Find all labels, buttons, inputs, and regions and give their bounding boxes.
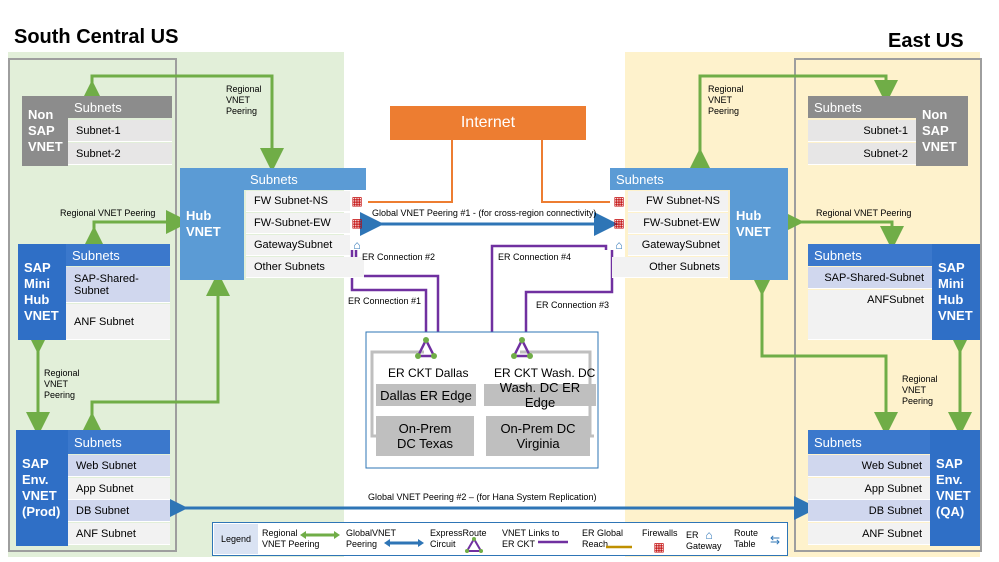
west-nonsap-vnet-title: Non SAP VNET: [22, 96, 68, 166]
legend-firewalls: Firewalls: [642, 528, 678, 538]
west-hub-vnet-title: Hub VNET: [180, 168, 244, 280]
legend-vnetlinks: VNET Links to ER CKT: [502, 528, 560, 549]
west-region-title: South Central US: [14, 26, 179, 48]
regional-peering-label: Regional VNET Peering: [902, 374, 938, 406]
east-hub-subnet-fw-ns: FW Subnet-NS: [628, 191, 728, 212]
dallas-er-edge: Dallas ER Edge: [376, 384, 476, 406]
firewall-icon: ▦: [613, 216, 625, 230]
west-nonsap-subnet-1: Subnet-1: [68, 120, 172, 142]
regional-peering-label: Regional VNET Peering: [816, 208, 912, 218]
east-hub-subnet-other: Other Subnets: [612, 257, 728, 278]
legend-regional: Regional VNET Peering: [262, 528, 320, 549]
firewall-icon: ▦: [351, 216, 363, 230]
legend-globalreach: ER Global Reach: [582, 528, 624, 549]
east-hub-subnet-fw-ew: FW-Subnet-EW: [628, 213, 728, 234]
east-nonsap-subnets-header: Subnets: [808, 96, 916, 118]
er-connection-2-label: ER Connection #2: [362, 252, 436, 262]
global-peering-1-label: Global VNET Peering #1 - (for cross-regi…: [372, 208, 597, 218]
east-env-subnet-anf: ANF Subnet: [808, 523, 930, 545]
regional-peering-label: Regional VNET Peering: [226, 84, 262, 116]
er-ckt-wash-label: ER CKT Wash. DC: [494, 366, 596, 380]
east-env-subnet-web: Web Subnet: [808, 455, 930, 477]
east-nonsap-vnet-title: Non SAP VNET: [916, 96, 968, 166]
west-minihub-vnet-title: SAP Mini Hub VNET: [18, 244, 66, 340]
west-nonsap-subnets-header: Subnets: [68, 96, 172, 118]
west-hub-subnet-other: Other Subnets: [246, 257, 364, 278]
legend-regional-arrow: [300, 531, 340, 539]
legend-routetable: Route Table: [734, 528, 759, 549]
west-hub-subnets-header: Subnets: [244, 168, 366, 190]
east-hub-subnets-header: Subnets: [610, 168, 730, 190]
er-gateway-icon: ⌂: [705, 528, 713, 542]
firewall-icon: ▦: [613, 194, 625, 208]
legend-vnetlinks-line: [538, 540, 568, 544]
east-minihub-subnet-shared: SAP-Shared-Subnet: [808, 267, 932, 289]
east-hub-vnet-title: Hub VNET: [730, 168, 788, 280]
west-hub-subnet-gateway: GatewaySubnet: [246, 235, 350, 256]
legend-expressroute: ExpressRoute Circuit: [430, 528, 487, 549]
west-env-subnet-web: Web Subnet: [68, 455, 170, 477]
er-connection-4-label: ER Connection #4: [498, 252, 572, 262]
west-env-subnets-header: Subnets: [68, 430, 170, 454]
east-nonsap-subnet-1: Subnet-1: [808, 120, 916, 142]
legend-ergateway: ER Gateway: [686, 530, 722, 551]
east-minihub-subnets-header: Subnets: [808, 244, 932, 266]
firewall-icon: ▦: [351, 194, 363, 208]
er-connection-1-label: ER Connection #1: [348, 296, 422, 306]
west-minihub-subnet-shared: SAP-Shared-Subnet: [66, 267, 170, 303]
east-env-subnet-app: App Subnet: [808, 478, 930, 500]
west-hub-subnet-fw-ns: FW Subnet-NS: [246, 191, 350, 212]
global-peering-2-label: Global VNET Peering #2 – (for Hana Syste…: [368, 492, 597, 502]
west-env-subnet-anf: ANF Subnet: [68, 523, 170, 545]
west-nonsap-subnet-2: Subnet-2: [68, 143, 172, 165]
onprem-dc-texas: On-Prem DC Texas: [376, 416, 474, 456]
west-minihub-subnets-header: Subnets: [66, 244, 170, 266]
regional-peering-label: Regional VNET Peering: [60, 208, 156, 218]
onprem-dc-virginia: On-Prem DC Virginia: [486, 416, 590, 456]
legend-globalreach-line: [606, 545, 632, 549]
legend-title: Legend: [214, 524, 258, 554]
er-ckt-dallas-label: ER CKT Dallas: [388, 366, 469, 380]
legend: [212, 522, 788, 556]
east-minihub-vnet-title: SAP Mini Hub VNET: [932, 244, 980, 340]
east-env-subnet-db: DB Subnet: [808, 500, 930, 522]
east-nonsap-subnet-2: Subnet-2: [808, 143, 916, 165]
legend-global-arrow: [384, 539, 424, 547]
firewall-icon: ▦: [653, 540, 665, 554]
wash-er-edge: Wash. DC ER Edge: [484, 380, 596, 410]
route-table-icon: ⇆: [769, 533, 781, 547]
east-env-vnet-title: SAP Env. VNET (QA): [930, 430, 980, 546]
west-hub-subnet-fw-ew: FW-Subnet-EW: [246, 213, 350, 234]
regional-peering-label: Regional VNET Peering: [708, 84, 744, 116]
internet-box: Internet: [390, 106, 586, 140]
er-gateway-icon: ⌂: [353, 238, 361, 252]
east-region-title: East US: [888, 30, 964, 52]
east-minihub-subnet-anf: ANFSubnet: [808, 290, 932, 340]
er-connection-3-label: ER Connection #3: [536, 300, 610, 310]
expressroute-circuit-icon: [465, 537, 483, 553]
east-hub-subnet-gateway: GatewaySubnet: [628, 235, 728, 256]
legend-global: GlobalVNET Peering: [346, 528, 396, 549]
east-env-subnets-header: Subnets: [808, 430, 930, 454]
regional-peering-label: Regional VNET Peering: [44, 368, 80, 400]
west-env-vnet-title: SAP Env. VNET (Prod): [16, 430, 68, 546]
west-env-subnet-app: App Subnet: [68, 478, 170, 500]
west-minihub-subnet-anf: ANF Subnet: [66, 304, 170, 340]
west-env-subnet-db: DB Subnet: [68, 500, 170, 522]
er-gateway-icon: ⌂: [615, 238, 623, 252]
